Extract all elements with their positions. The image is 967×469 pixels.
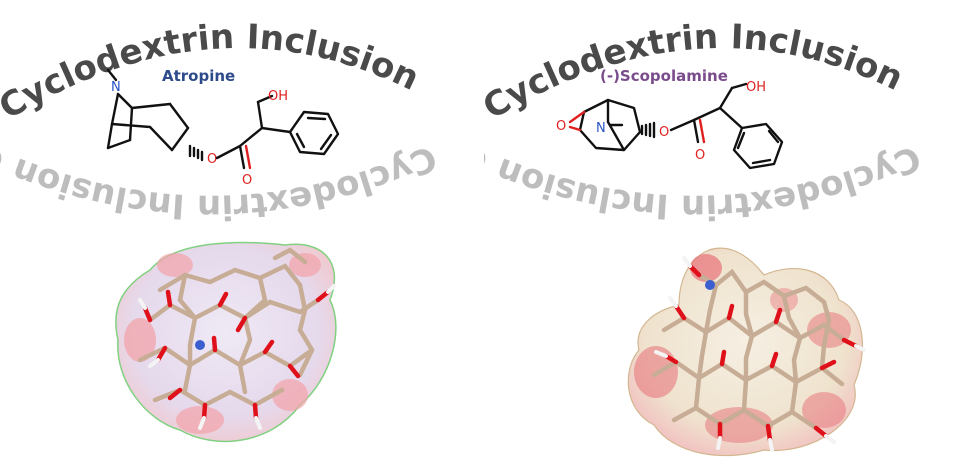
alpha-bond <box>692 106 722 122</box>
guest-nitrogen <box>705 280 715 290</box>
ring-bond-5 <box>130 102 172 110</box>
carbonyl-bond-b <box>244 144 252 170</box>
molecule-title: (-)Scopolamine <box>600 67 728 85</box>
bridge-bond-2 <box>110 92 120 126</box>
hashed-bond <box>640 121 656 139</box>
ring-bond-3 <box>128 106 134 142</box>
nitrogen-label: N <box>111 80 121 95</box>
ring-bond-7 <box>148 125 174 152</box>
ester-oxygen-label: O <box>659 125 669 140</box>
phenyl-ring <box>732 122 784 170</box>
alpha-bond <box>238 126 264 148</box>
ester-bond <box>669 118 696 132</box>
ring-bond-6 <box>168 102 190 130</box>
phenyl-bond <box>260 126 292 134</box>
epoxide-oxygen-label: O <box>556 119 566 134</box>
ring-bond-1 <box>106 122 114 150</box>
ring-text-top-path: Cyclodextrin Inclusion Complex <box>484 0 921 128</box>
ch2-oh-bond <box>730 82 748 90</box>
tropane-outer <box>578 98 642 152</box>
ring-text-top-path: Cyclodextrin Inclusion Complex <box>0 0 437 128</box>
ring-text-top: Cyclodextrin Inclusion Complex <box>484 0 921 128</box>
carbonyl-oxygen-label: O <box>695 148 705 163</box>
carbonyl-bond-b <box>698 118 706 144</box>
carbonyl-bond-a <box>238 144 246 170</box>
scopolamine-complex-model <box>627 247 866 457</box>
ch2-bond <box>718 86 734 110</box>
guest-nitrogen <box>195 340 205 350</box>
hydroxyl-label: OH <box>268 89 288 104</box>
molecule-title: Atropine <box>162 67 235 85</box>
hashed-bond <box>188 144 204 162</box>
hydroxyl-label: OH <box>746 80 766 95</box>
ring-bond-2 <box>106 138 132 150</box>
ester-oxygen-label: O <box>207 152 217 167</box>
bridge-bond-1 <box>116 92 134 110</box>
phenyl-ring <box>288 110 340 156</box>
atropine-diagram: Cyclodextrin Inclusion Complex Atropine … <box>0 0 442 443</box>
carbonyl-oxygen-label: O <box>242 173 252 188</box>
atropine-panel: Cyclodextrin Inclusion Complex Atropine … <box>0 0 483 469</box>
carbonyl-bond-a <box>692 118 700 144</box>
stick-bonds <box>651 256 866 452</box>
ring-bond-8 <box>170 126 190 152</box>
phenyl-bond <box>718 106 744 130</box>
ch2-bond <box>256 100 264 130</box>
ch2-oh-bond <box>256 94 274 104</box>
stick-bonds <box>137 247 336 430</box>
nitrogen-label: N <box>596 121 606 136</box>
scopolamine-panel: Cyclodextrin Inclusion Complex (-)Scopol… <box>484 0 967 469</box>
atropine-complex-model <box>115 241 337 443</box>
ring-bond-4 <box>110 122 152 129</box>
atropine-structure: N <box>106 68 340 188</box>
ring-text-top: Cyclodextrin Inclusion Complex <box>0 0 437 128</box>
ester-bond <box>215 144 242 160</box>
scopolamine-diagram: Cyclodextrin Inclusion Complex (-)Scopol… <box>484 0 926 457</box>
n-methyl-bond <box>106 68 118 82</box>
scopolamine-structure: N O O O <box>556 80 784 170</box>
